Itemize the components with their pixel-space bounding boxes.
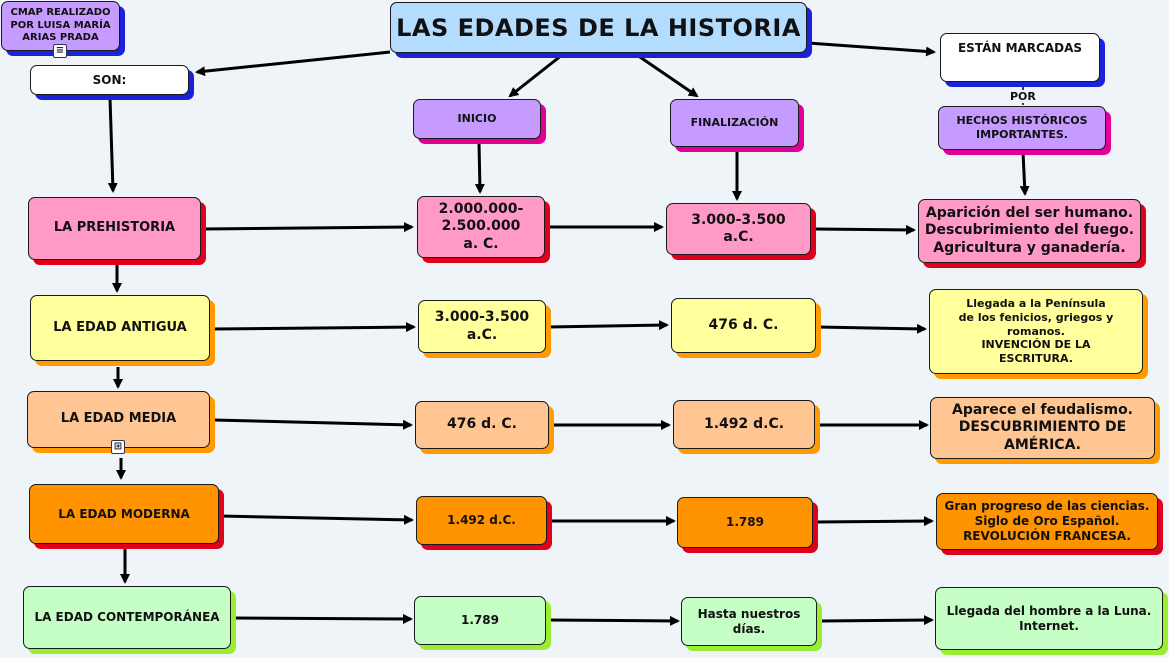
facts-prehistoria[interactable]: Aparición del ser humano. Descubrimiento… — [918, 199, 1141, 263]
edge-title-finalizacion — [636, 53, 699, 98]
end-contemporanea[interactable]: Hasta nuestros días. — [681, 597, 817, 646]
hechos-node[interactable]: HECHOS HISTÓRICOS IMPORTANTES. — [938, 106, 1106, 150]
son-node[interactable]: SON: — [30, 65, 189, 95]
edge-title-inicio — [508, 53, 563, 98]
finalizacion-node[interactable]: FINALIZACIÓN — [670, 99, 799, 147]
age-contemporanea[interactable]: LA EDAD CONTEMPORÁNEA — [23, 586, 231, 649]
facts-antigua[interactable]: Llegada a la Península de los fenicios, … — [929, 289, 1143, 374]
end-prehistoria[interactable]: 3.000-3.500 a.C. — [666, 203, 811, 255]
facts-moderna[interactable]: Gran progreso de las ciencias. Siglo de … — [936, 493, 1158, 550]
edge-title-son — [195, 50, 391, 77]
estan-marcadas-node[interactable]: ESTÁN MARCADAS — [940, 33, 1100, 82]
facts-media[interactable]: Aparece el feudalismo. DESCUBRIMIENTO DE… — [930, 397, 1155, 459]
end-media[interactable]: 1.492 d.C. — [673, 400, 815, 449]
start-antigua[interactable]: 3.000-3.500 a.C. — [418, 300, 546, 353]
por-label: POR — [1009, 90, 1037, 103]
age-media[interactable]: LA EDAD MEDIA — [27, 391, 210, 448]
end-antigua[interactable]: 476 d. C. — [671, 298, 816, 353]
start-media[interactable]: 476 d. C. — [415, 401, 549, 449]
age-antigua[interactable]: LA EDAD ANTIGUA — [30, 295, 210, 361]
age-prehistoria[interactable]: LA PREHISTORIA — [28, 197, 201, 260]
facts-contemporanea[interactable]: Llegada del hombre a la Luna. Internet. — [935, 587, 1163, 650]
edge-title-estan — [807, 41, 936, 57]
concept-map-icon[interactable]: ⊞ — [111, 440, 125, 454]
edge-inicio-start — [474, 141, 485, 194]
note-icon[interactable]: ≡ — [53, 44, 67, 58]
inicio-node[interactable]: INICIO — [413, 99, 541, 139]
start-moderna[interactable]: 1.492 d.C. — [416, 496, 547, 545]
map-title[interactable]: LAS EDADES DE LA HISTORIA — [390, 2, 807, 53]
start-contemporanea[interactable]: 1.789 — [414, 596, 546, 645]
start-prehistoria[interactable]: 2.000.000- 2.500.000 a. C. — [417, 196, 545, 258]
age-moderna[interactable]: LA EDAD MODERNA — [29, 484, 219, 544]
author-note[interactable]: CMAP REALIZADO POR LUISA MARÍA ARIAS PRA… — [1, 1, 120, 51]
end-moderna[interactable]: 1.789 — [677, 497, 813, 548]
edge-son-prehistoria — [107, 97, 118, 193]
edge-hechos-facts — [1019, 151, 1030, 196]
